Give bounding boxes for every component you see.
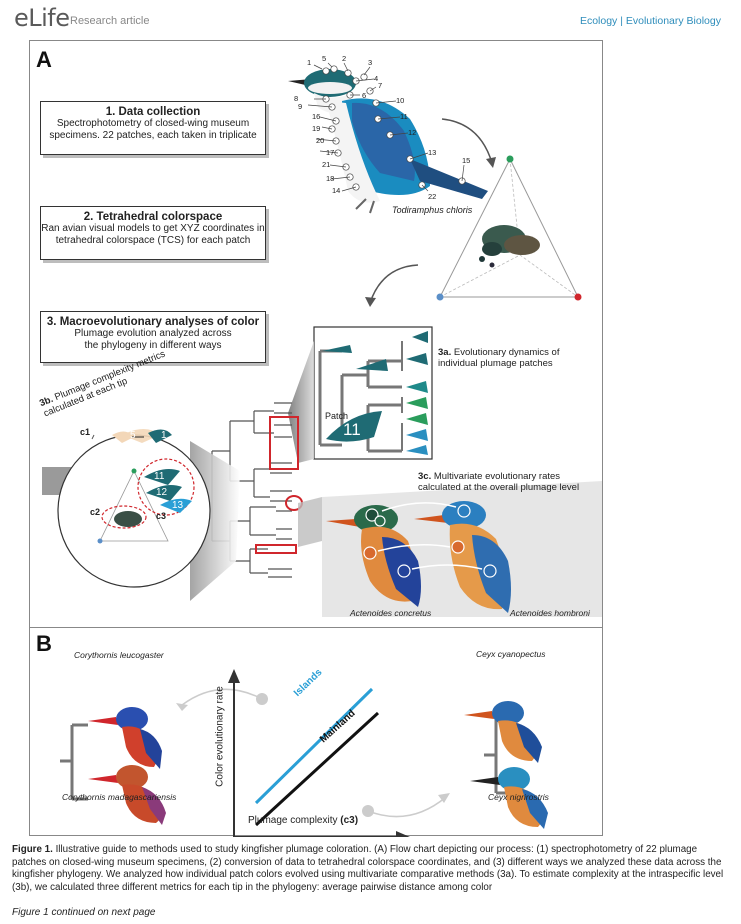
c3-patch-3: 13 <box>172 500 184 511</box>
svg-text:13: 13 <box>428 148 436 157</box>
svg-text:18: 18 <box>326 174 334 183</box>
caption-text: Illustrative guide to methods used to st… <box>12 844 724 893</box>
svg-text:7: 7 <box>378 81 382 90</box>
label-3c-text: Multivariate evolutionary rates calculat… <box>418 471 580 493</box>
svg-text:6: 6 <box>362 91 366 100</box>
panel-divider <box>30 627 602 628</box>
step2-title: 2. Tetrahedral colorspace <box>83 211 223 223</box>
species-actenoides-concretus: Actenoides concretus <box>350 608 432 618</box>
ceyx-cyanopectus-illustration <box>464 701 542 763</box>
species-ceyx-cyanopectus: Ceyx cyanopectus <box>476 649 546 659</box>
kingfisher-chloris-illustration <box>288 69 488 214</box>
x-axis-label: Plumage complexity (c3) <box>248 815 358 826</box>
svg-text:15: 15 <box>462 156 470 165</box>
species-todiramphus-chloris: Todiramphus chloris <box>392 205 473 215</box>
step1-title: 1. Data collection <box>105 106 201 118</box>
rate-complexity-plot <box>228 669 410 837</box>
corythornis-madagascariensis-illustration <box>88 765 166 825</box>
svg-text:1: 1 <box>307 58 311 67</box>
svg-text:12: 12 <box>408 128 416 137</box>
brand-logo: eLife <box>14 4 70 32</box>
step2-text: Ran avian visual models to get XYZ coord… <box>41 223 265 246</box>
y-axis-label: Color evolutionary rate <box>214 686 226 787</box>
svg-text:9: 9 <box>298 102 302 111</box>
step3-text: Plumage evolution analyzed across the ph… <box>74 328 232 351</box>
figure-caption: Figure 1. Illustrative guide to methods … <box>12 844 728 894</box>
panel-b-letter: B <box>36 631 52 656</box>
svg-text:3: 3 <box>368 58 372 67</box>
svg-text:19: 19 <box>312 124 320 133</box>
svg-text:22: 22 <box>428 192 436 201</box>
svg-text:2: 2 <box>342 54 346 63</box>
svg-text:5: 5 <box>322 54 326 63</box>
panel-3b-complexity <box>57 429 211 588</box>
species-actenoides-hombroni: Actenoides hombroni <box>510 608 590 618</box>
figure-1: A 1. Data collection Spectrophotometry o… <box>29 40 603 837</box>
tetrahedral-colorspace <box>436 155 582 301</box>
patch-number: 11 <box>343 420 361 439</box>
species-corythornis-madagascariensis: Corythornis madagascariensis <box>62 792 177 802</box>
c3-patch-1: 11 <box>154 471 165 482</box>
c1-patch-b: 1 <box>161 430 167 441</box>
metric-c1: c1 <box>80 427 91 437</box>
species-corythornis-leucogaster: Corythornis leucogaster <box>74 650 164 660</box>
c3-patch-2: 12 <box>156 487 168 498</box>
step1-box: 1. Data collection Spectrophotometry of … <box>40 101 266 155</box>
step2-box: 2. Tetrahedral colorspace Ran avian visu… <box>40 206 266 260</box>
svg-text:20: 20 <box>316 136 324 145</box>
label-3a: 3a. Evolutionary dynamics of individual … <box>438 347 588 369</box>
svg-text:16: 16 <box>312 112 320 121</box>
metric-c3: c3 <box>156 511 167 521</box>
page-header: eLife Research article Ecology | Evoluti… <box>0 0 741 36</box>
article-type: Research article <box>70 15 150 27</box>
step3-box: 3. Macroevolutionary analyses of color P… <box>40 311 266 363</box>
x-axis-label-prefix: Plumage complexity <box>248 815 341 826</box>
patch-label: Patch <box>325 411 349 421</box>
step3-title: 3. Macroevolutionary analyses of color <box>46 316 260 328</box>
svg-text:14: 14 <box>332 186 340 195</box>
label-3c-bold: 3c. <box>418 471 432 482</box>
caption-label: Figure 1. <box>12 844 53 855</box>
svg-text:10: 10 <box>396 96 404 105</box>
species-ceyx-nigrirostris: Ceyx nigrirostris <box>488 792 549 802</box>
metric-c2: c2 <box>90 507 101 517</box>
svg-text:4: 4 <box>374 74 378 83</box>
caption-continued: Figure 1 continued on next page <box>12 907 156 918</box>
panel-b-illustration <box>60 669 548 837</box>
svg-text:17: 17 <box>326 148 334 157</box>
x-axis-label-suffix: (c3) <box>340 815 359 826</box>
subject-link[interactable]: Ecology | Evolutionary Biology <box>579 15 721 27</box>
panel-a-letter: A <box>36 47 52 72</box>
panel-3a-phylogeny <box>313 326 433 460</box>
step1-text: Spectrophotometry of closed-wing museum … <box>49 118 257 141</box>
label-3a-bold: 3a. <box>438 347 452 358</box>
svg-text:11: 11 <box>400 112 408 121</box>
svg-text:21: 21 <box>322 160 330 169</box>
label-3a-text: Evolutionary dynamics of individual plum… <box>438 347 560 369</box>
svg-text:8: 8 <box>294 94 298 103</box>
c1-patch-a: 5 <box>130 430 136 441</box>
ceyx-nigrirostris-illustration <box>470 767 548 829</box>
label-3c: 3c. Multivariate evolutionary rates calc… <box>418 471 598 493</box>
corythornis-leucogaster-illustration <box>88 707 162 769</box>
